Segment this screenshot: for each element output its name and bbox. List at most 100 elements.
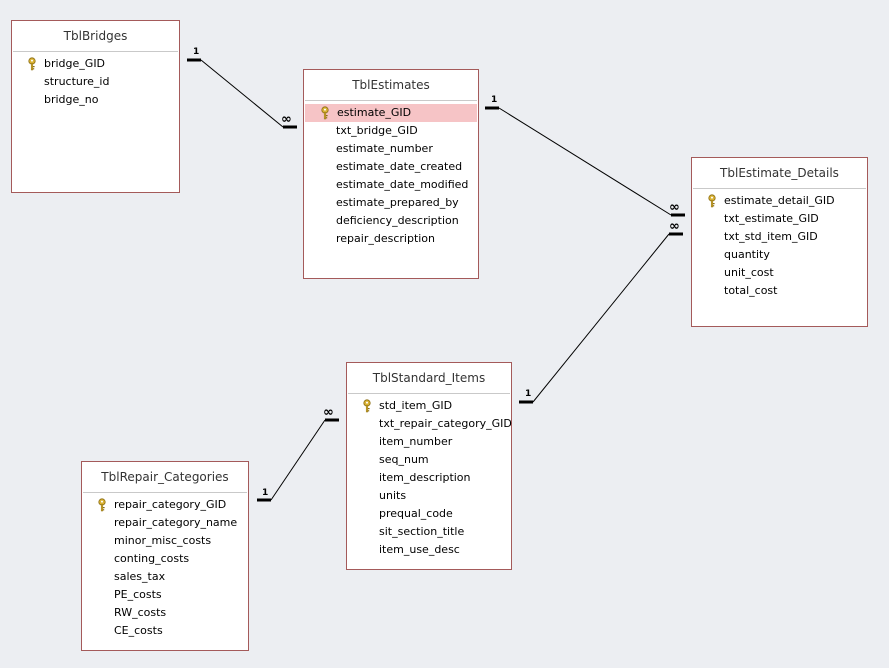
rel-items-details-line[interactable]: [532, 233, 670, 403]
field-row[interactable]: quantity: [692, 246, 867, 264]
field-name: txt_repair_category_GID: [379, 417, 512, 430]
field-row[interactable]: RW_costs: [82, 604, 248, 622]
cardinality-one-label: 1: [525, 389, 532, 399]
field-row[interactable]: item_number: [347, 433, 511, 451]
field-name: sales_tax: [114, 570, 166, 583]
field-name: repair_category_GID: [114, 498, 227, 511]
primary-key-icon: [363, 399, 371, 413]
field-list[interactable]: estimate_detail_GID txt_estimate_GID txt_s…: [692, 189, 867, 300]
field-row[interactable]: item_description: [347, 469, 511, 487]
field-name: bridge_no: [44, 93, 99, 106]
field-name: unit_cost: [724, 266, 774, 279]
cardinality-one-label: 1: [262, 488, 269, 498]
field-row[interactable]: item_use_desc: [347, 541, 511, 559]
field-name: total_cost: [724, 284, 778, 297]
primary-key-field[interactable]: std_item_GID: [347, 397, 511, 415]
primary-key-field[interactable]: bridge_GID: [12, 55, 179, 73]
field-name: prequal_code: [379, 507, 453, 520]
cardinality-many-label: ∞: [669, 219, 680, 234]
field-name: estimate_date_created: [336, 160, 463, 173]
table-title[interactable]: TblEstimates: [305, 70, 477, 101]
field-row[interactable]: estimate_date_modified: [304, 176, 478, 194]
primary-key-field[interactable]: estimate_detail_GID: [692, 192, 867, 210]
field-name: units: [379, 489, 407, 502]
field-row[interactable]: estimate_number: [304, 140, 478, 158]
primary-key-icon: [98, 498, 106, 512]
field-name: sit_section_title: [379, 525, 465, 538]
field-name: PE_costs: [114, 588, 162, 601]
field-name: txt_estimate_GID: [724, 212, 819, 225]
table-title[interactable]: TblBridges: [13, 21, 178, 52]
field-name: deficiency_description: [336, 214, 459, 227]
rel-categories-items-line[interactable]: [270, 419, 326, 501]
field-row[interactable]: units: [347, 487, 511, 505]
field-name: estimate_GID: [337, 106, 412, 119]
field-row[interactable]: conting_costs: [82, 550, 248, 568]
primary-key-icon: [321, 106, 329, 120]
field-name: RW_costs: [114, 606, 167, 619]
field-name: estimate_detail_GID: [724, 194, 835, 207]
cardinality-one-label: 1: [193, 47, 200, 57]
primary-key-field[interactable]: estimate_GID: [305, 104, 477, 122]
field-row[interactable]: sit_section_title: [347, 523, 511, 541]
field-row[interactable]: estimate_prepared_by: [304, 194, 478, 212]
field-row[interactable]: sales_tax: [82, 568, 248, 586]
field-name: txt_std_item_GID: [724, 230, 818, 243]
field-name: item_description: [379, 471, 471, 484]
field-row[interactable]: minor_misc_costs: [82, 532, 248, 550]
field-name: estimate_number: [336, 142, 433, 155]
field-row[interactable]: total_cost: [692, 282, 867, 300]
field-name: std_item_GID: [379, 399, 453, 412]
cardinality-many-label: ∞: [669, 200, 680, 215]
cardinality-one-label: 1: [491, 95, 498, 105]
field-row[interactable]: seq_num: [347, 451, 511, 469]
field-name: minor_misc_costs: [114, 534, 212, 547]
primary-key-icon: [28, 57, 36, 71]
field-row[interactable]: deficiency_description: [304, 212, 478, 230]
field-row[interactable]: PE_costs: [82, 586, 248, 604]
field-name: repair_category_name: [114, 516, 238, 529]
rel-estimates-details-line[interactable]: [498, 107, 672, 216]
table-title[interactable]: TblRepair_Categories: [83, 462, 247, 493]
field-name: seq_num: [379, 453, 429, 466]
field-row[interactable]: repair_description: [304, 230, 478, 248]
table-tblrepair-categories[interactable]: TblRepair_Categories repair_category_GID…: [81, 461, 249, 651]
table-title[interactable]: TblEstimate_Details: [693, 158, 866, 189]
field-row[interactable]: txt_repair_category_GID: [347, 415, 512, 433]
field-row[interactable]: txt_std_item_GID: [692, 228, 867, 246]
field-row[interactable]: estimate_date_created: [304, 158, 478, 176]
field-name: repair_description: [336, 232, 436, 245]
field-row[interactable]: unit_cost: [692, 264, 867, 282]
field-list[interactable]: estimate_GID txt_bridge_GID estimate_numbe…: [304, 101, 478, 248]
primary-key-field[interactable]: repair_category_GID: [82, 496, 248, 514]
field-name: item_use_desc: [379, 543, 460, 556]
cardinality-many-label: ∞: [281, 112, 292, 127]
field-name: estimate_prepared_by: [336, 196, 459, 209]
field-row[interactable]: structure_id: [12, 73, 179, 91]
rel-bridges-estimates-line[interactable]: [200, 59, 284, 128]
table-title[interactable]: TblStandard_Items: [348, 363, 510, 394]
field-name: structure_id: [44, 75, 110, 88]
cardinality-many-label: ∞: [323, 405, 334, 420]
field-row[interactable]: txt_bridge_GID: [304, 122, 478, 140]
field-row[interactable]: bridge_no: [12, 91, 179, 109]
primary-key-icon: [708, 194, 716, 208]
field-row[interactable]: prequal_code: [347, 505, 511, 523]
field-row[interactable]: repair_category_name: [82, 514, 248, 532]
field-name: bridge_GID: [44, 57, 106, 70]
field-list[interactable]: bridge_GID structure_id bridge_no: [12, 52, 179, 109]
table-tblstandard-items[interactable]: TblStandard_Items std_item_GID txt_repair…: [346, 362, 512, 570]
field-name: quantity: [724, 248, 770, 261]
field-list[interactable]: std_item_GID txt_repair_category_GID item_…: [347, 394, 512, 559]
field-name: CE_costs: [114, 624, 163, 637]
field-name: conting_costs: [114, 552, 190, 565]
field-name: item_number: [379, 435, 453, 448]
field-row[interactable]: txt_estimate_GID: [692, 210, 867, 228]
field-name: txt_bridge_GID: [336, 124, 418, 137]
field-row[interactable]: CE_costs: [82, 622, 248, 640]
